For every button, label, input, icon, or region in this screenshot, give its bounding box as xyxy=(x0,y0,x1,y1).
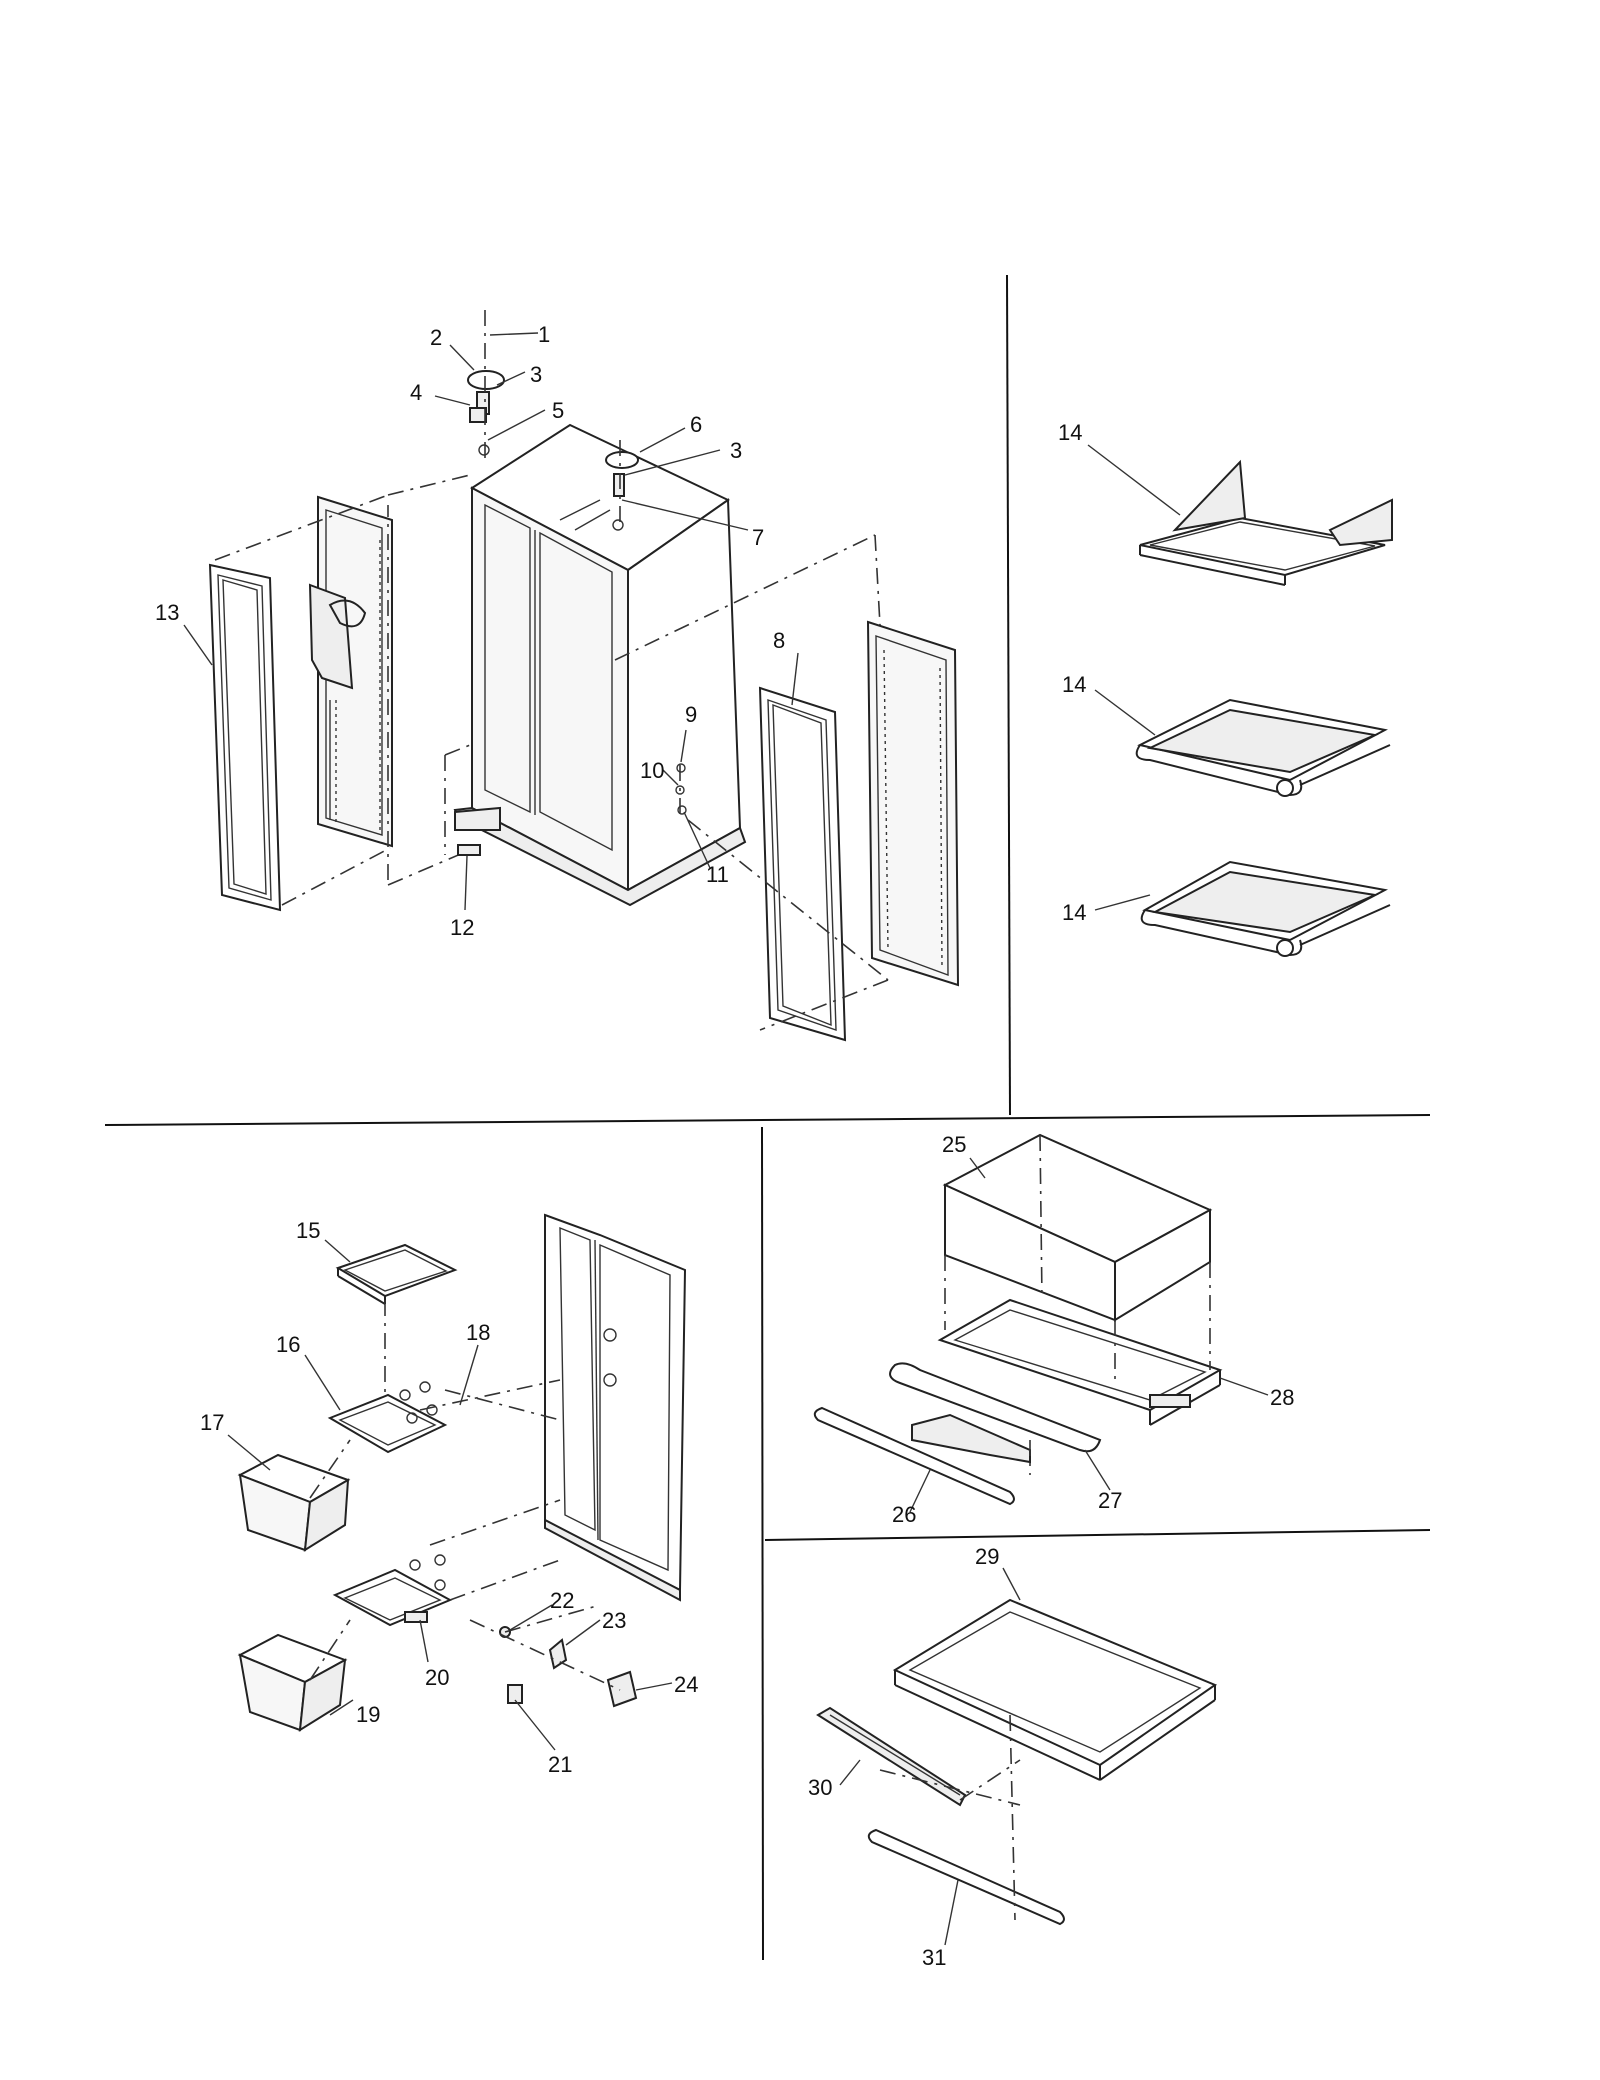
shelf-14-middle xyxy=(1135,698,1391,797)
callout-14-middle: 14 xyxy=(1062,672,1086,697)
part-17-bin xyxy=(237,1453,351,1552)
shelf-group-14 xyxy=(1087,444,1393,957)
callout-5: 5 xyxy=(552,398,564,423)
part-27-crisper-front xyxy=(889,1362,1102,1453)
shelf-14-lower xyxy=(1140,860,1391,957)
cabinet-assembly xyxy=(208,310,960,1042)
callout-19: 19 xyxy=(356,1702,380,1727)
alignment-lines-top xyxy=(214,310,889,1031)
leader-lines-bottom-left xyxy=(227,1239,673,1751)
alignment-lines-shelf xyxy=(879,1714,1021,1921)
callout-20: 20 xyxy=(425,1665,449,1690)
callout-17: 17 xyxy=(200,1410,224,1435)
callout-11: 11 xyxy=(706,862,729,887)
callout-1: 1 xyxy=(538,322,550,347)
shelf-14-upper xyxy=(1139,459,1393,586)
callout-10: 10 xyxy=(640,758,664,783)
part-15-tray xyxy=(335,1243,458,1305)
freezer-door-gasket xyxy=(208,563,282,912)
callout-15: 15 xyxy=(296,1218,320,1243)
section-dividers xyxy=(104,274,1431,1961)
leader-lines-shelf xyxy=(839,1567,1021,1946)
callout-23: 23 xyxy=(602,1608,626,1633)
alignment-lines-bottom-left xyxy=(309,1300,621,1691)
part-20-rail-frame xyxy=(332,1554,453,1627)
part-30-bracket xyxy=(816,1706,967,1807)
callout-31: 31 xyxy=(922,1945,946,1970)
glass-shelf-assembly xyxy=(816,1567,1218,1946)
callout-12: 12 xyxy=(450,915,474,940)
callout-22: 22 xyxy=(550,1588,574,1613)
part-16-rail-frame xyxy=(327,1381,448,1454)
freezer-door xyxy=(308,495,393,848)
part-31-trim xyxy=(867,1828,1065,1926)
callout-24: 24 xyxy=(674,1672,698,1697)
part-28-crisper-frame xyxy=(937,1298,1223,1426)
callout-labels: 1 2 3 4 5 6 3 7 8 9 10 11 12 13 14 14 14… xyxy=(155,322,1294,1970)
callout-27: 27 xyxy=(1098,1488,1122,1513)
part-25-crisper-cover-box xyxy=(942,1133,1213,1322)
freezer-liner xyxy=(544,1213,687,1602)
part-12-cover xyxy=(457,844,481,856)
callout-3-second: 3 xyxy=(730,438,742,463)
callout-29: 29 xyxy=(975,1544,999,1569)
crisper-assembly xyxy=(813,1133,1269,1513)
freezer-interior-assembly xyxy=(227,1213,687,1751)
callout-13: 13 xyxy=(155,600,179,625)
callout-25: 25 xyxy=(942,1132,966,1157)
crisper-divider xyxy=(911,1413,1031,1464)
part-9-screw xyxy=(676,763,686,773)
callout-3: 3 xyxy=(530,362,542,387)
alignment-lines-crisper xyxy=(944,1134,1211,1475)
part-10-washer xyxy=(675,785,685,795)
leader-lines-top-left xyxy=(183,332,799,911)
leader-lines-crisper xyxy=(909,1157,1269,1513)
callout-14-lower: 14 xyxy=(1062,900,1086,925)
callout-26: 26 xyxy=(892,1502,916,1527)
part-24-bracket xyxy=(606,1670,638,1708)
callout-18: 18 xyxy=(466,1320,490,1345)
part-26-trim-strip xyxy=(813,1406,1015,1506)
part-19-bin xyxy=(237,1633,348,1732)
part-29-shelf xyxy=(892,1598,1218,1781)
callout-8: 8 xyxy=(773,628,785,653)
callout-21: 21 xyxy=(548,1752,572,1777)
callout-7: 7 xyxy=(752,525,764,550)
callout-16: 16 xyxy=(276,1332,300,1357)
part-11-bracket xyxy=(677,805,687,815)
part-23-clip xyxy=(548,1638,568,1670)
top-hinge-parts xyxy=(467,370,639,531)
part-21-cap xyxy=(507,1684,523,1704)
fresh-food-door-gasket xyxy=(758,686,847,1042)
callout-14-upper: 14 xyxy=(1058,420,1082,445)
callout-9: 9 xyxy=(685,702,697,727)
refrigerator-cabinet xyxy=(453,423,747,907)
callout-6: 6 xyxy=(690,412,702,437)
callout-2: 2 xyxy=(430,325,442,350)
callout-28: 28 xyxy=(1270,1385,1294,1410)
callout-30: 30 xyxy=(808,1775,832,1800)
fresh-food-door xyxy=(866,620,960,987)
callout-4: 4 xyxy=(410,380,422,405)
